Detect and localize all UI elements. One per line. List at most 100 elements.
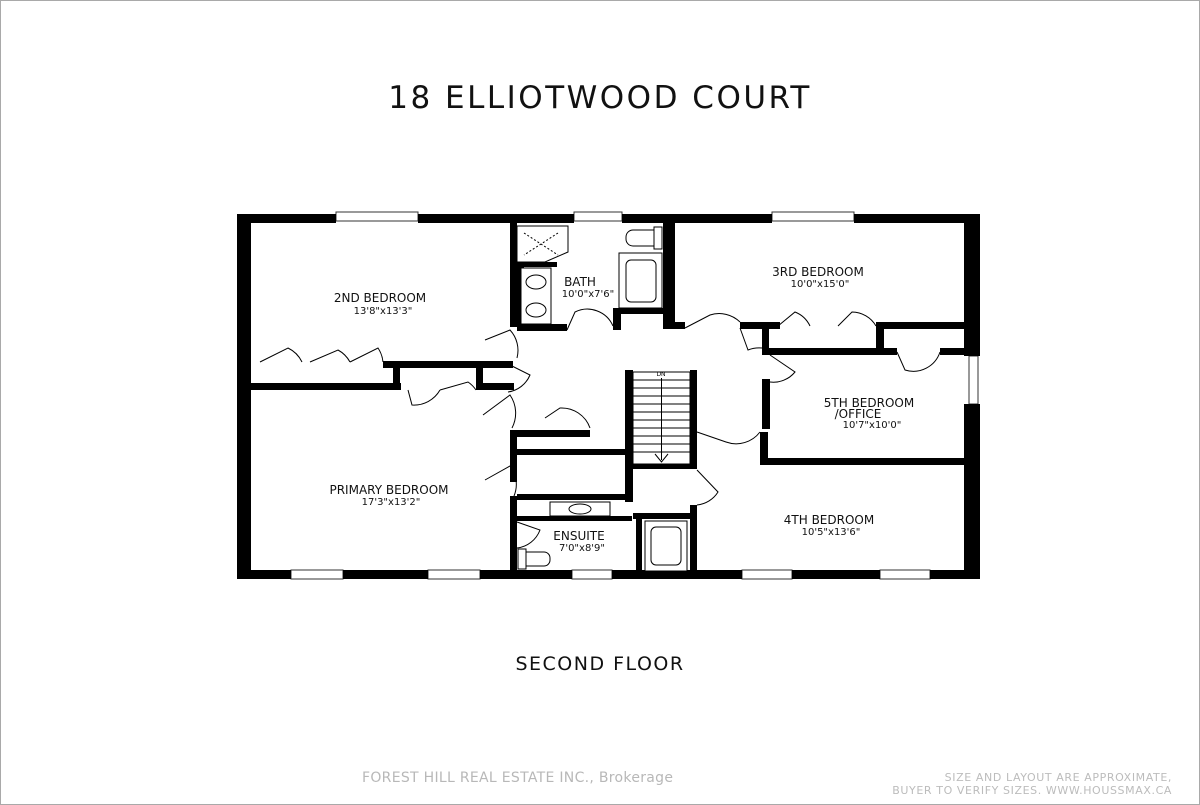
wall-segment xyxy=(762,379,770,429)
room-name-5th-bedroom-office: /OFFICE xyxy=(835,407,882,421)
wall-segment xyxy=(792,570,880,579)
door-swing xyxy=(777,311,811,327)
shower-icon xyxy=(516,225,569,263)
room-size-4th-bedroom: 10'5"x13'6" xyxy=(802,527,861,538)
disclaimer-line-1: SIZE AND LAYOUT ARE APPROXIMATE, xyxy=(944,771,1172,784)
door-swing xyxy=(439,381,477,391)
stair-arrow-head xyxy=(654,453,669,463)
door-swing xyxy=(566,308,614,331)
door-swing xyxy=(349,347,384,363)
room-size-primary-bedroom: 17'3"x13'2" xyxy=(362,497,421,508)
wall-segment xyxy=(613,308,669,314)
wall-segment xyxy=(517,449,630,455)
wall-segment xyxy=(510,430,517,482)
wall-segment xyxy=(930,570,980,579)
room-name-primary-bedroom: PRIMARY BEDROOM xyxy=(329,483,448,497)
door-swing xyxy=(484,465,517,497)
wall-segment xyxy=(964,214,980,356)
room-name-3rd-bedroom: 3RD BEDROOM xyxy=(772,265,864,279)
door-swing xyxy=(696,431,761,445)
door-swing xyxy=(739,327,763,351)
window xyxy=(335,211,419,222)
wall-segment xyxy=(383,361,513,368)
window xyxy=(968,355,979,405)
wall-segment xyxy=(760,432,768,462)
wall-segment xyxy=(876,322,884,352)
wall-segment xyxy=(613,308,621,330)
wall-segment xyxy=(517,324,567,331)
door-swing xyxy=(696,469,719,506)
wall-segment xyxy=(663,222,675,328)
disclaimer-line-2: BUYER TO VERIFY SIZES. WWW.HOUSSMAX.CA xyxy=(892,784,1172,797)
wall-segment xyxy=(612,570,742,579)
wall-segment xyxy=(622,214,772,223)
wall-segment xyxy=(636,519,642,572)
ensuite-fixtures xyxy=(517,501,688,572)
wall-segment xyxy=(418,214,574,223)
wall-segment xyxy=(854,214,980,223)
wall-segment xyxy=(740,322,780,329)
wall-segment xyxy=(876,322,966,329)
door-swing xyxy=(259,347,303,363)
shower-drain-icon xyxy=(523,232,559,256)
window xyxy=(573,211,623,222)
wall-segment xyxy=(762,348,897,355)
room-size-5th-bedroom: 10'7"x10'0" xyxy=(843,420,902,431)
door-swing xyxy=(507,364,531,393)
door-swing xyxy=(407,389,441,406)
floor-label: SECOND FLOOR xyxy=(515,653,685,675)
brokerage-watermark: FOREST HILL REAL ESTATE INC., Brokerage xyxy=(362,770,674,786)
door-swing xyxy=(309,349,351,363)
wall-segment xyxy=(633,463,695,469)
wall-segment xyxy=(760,458,966,465)
door-swing xyxy=(896,351,941,372)
wall-segment xyxy=(517,516,632,521)
wall-segment xyxy=(237,570,291,579)
staircase xyxy=(632,371,691,465)
wall-segment xyxy=(690,370,697,469)
wall-segment xyxy=(237,214,336,223)
wall-segment xyxy=(480,570,572,579)
wall-segment xyxy=(940,348,966,355)
wall-segment xyxy=(633,513,695,519)
sink-icon xyxy=(525,274,547,290)
wall-segment xyxy=(625,370,633,502)
room-name-ensuite: ENSUITE xyxy=(553,529,604,543)
bath-fixtures xyxy=(516,225,663,325)
size-disclaimer: SIZE AND LAYOUT ARE APPROXIMATE, BUYER T… xyxy=(892,771,1172,797)
wall-segment xyxy=(663,322,685,329)
room-name-5th-bedroom: 5TH BEDROOM xyxy=(824,396,914,410)
wall-segment xyxy=(517,262,557,267)
room-name-bath: BATH xyxy=(564,275,596,289)
wall-segment xyxy=(964,404,980,579)
window xyxy=(741,569,793,580)
wall-segment xyxy=(510,496,517,576)
toilet-tank-icon xyxy=(653,226,663,250)
window xyxy=(879,569,931,580)
sink-icon xyxy=(568,503,592,515)
wall-segment xyxy=(343,570,428,579)
room-size-2nd-bedroom: 13'8"x13'3" xyxy=(354,306,413,317)
wall-segment xyxy=(510,430,590,437)
door-swing xyxy=(769,354,796,383)
stairs-label: DN xyxy=(656,371,665,378)
property-address-title: 18 ELLIOTWOOD COURT xyxy=(388,80,812,116)
door-swing xyxy=(544,407,591,429)
window xyxy=(771,211,855,222)
window xyxy=(571,569,613,580)
wall-segment xyxy=(510,222,517,327)
wall-segment xyxy=(393,361,400,390)
bathtub-basin-icon xyxy=(650,526,682,566)
wall-segment xyxy=(476,383,514,390)
room-labels: 2ND BEDROOM 13'8"x13'3" BATH 10'0"x7'6" … xyxy=(329,265,914,554)
exterior-walls xyxy=(237,214,980,579)
door-swing xyxy=(837,311,877,327)
wall-segment xyxy=(517,494,630,500)
wall-segment xyxy=(690,505,697,575)
door-swing xyxy=(482,394,517,429)
room-size-bath: 10'0"x7'6" xyxy=(562,289,614,300)
wall-segment xyxy=(251,383,401,390)
door-swing xyxy=(484,329,519,359)
window xyxy=(427,569,481,580)
room-name-2nd-bedroom: 2ND BEDROOM xyxy=(334,291,426,305)
